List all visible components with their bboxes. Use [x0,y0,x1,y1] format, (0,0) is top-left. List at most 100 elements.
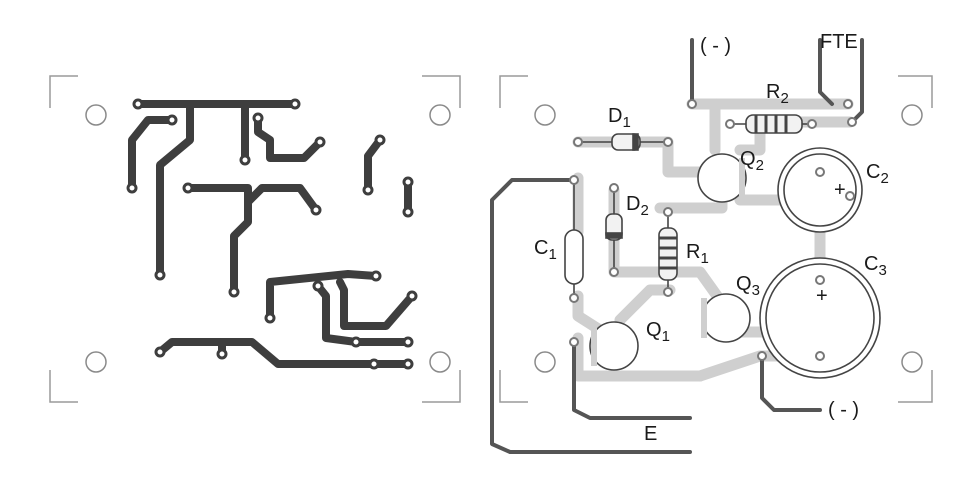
mount-hole [429,351,451,373]
pad [847,117,857,127]
pad [573,137,583,147]
right-board-corners [499,75,933,403]
copper-pad [239,154,251,166]
copper-trace [314,282,412,346]
left-board [49,75,461,403]
transistor-q2 [697,153,747,203]
copper-trace [128,116,176,192]
left-mount-holes [85,104,451,373]
capacitor-c2 [777,147,863,233]
copper-pad [362,184,374,196]
silk-trace [572,290,606,336]
label-d2: D2 [626,193,649,219]
pad [757,351,767,361]
label-c1: C1 [534,237,557,263]
resistor-r2 [730,114,812,134]
pad [815,351,825,361]
pad [569,337,579,347]
diode-d2 [605,188,623,270]
mount-hole [85,351,107,373]
copper-traces [128,100,416,368]
mount-hole [901,351,923,373]
label-fte: FTE [820,31,858,53]
transistor-q1 [589,321,639,371]
label-c2: C2 [866,161,889,187]
label-q3: Q3 [736,273,760,299]
copper-pad [314,136,326,148]
pad [843,99,853,109]
silk-trace [734,116,856,156]
wire-neg-bottom [760,354,822,412]
copper-trace [364,136,384,194]
labels: D1 D2 C1 R1 R2 Q1 Q2 Q3 C2 C3 + + ( - ) … [534,31,889,445]
mount-hole [901,104,923,126]
pad [663,207,673,217]
pad [815,275,825,285]
components [564,114,881,379]
label-neg-bottom: ( - ) [828,399,859,421]
copper-pad [216,348,228,360]
mount-hole [534,104,556,126]
mount-hole [429,104,451,126]
copper-pad [289,98,301,110]
right-mount-holes [534,104,923,373]
copper-pad [374,134,386,146]
copper-pad [132,98,144,110]
mount-hole [85,104,107,126]
pad [725,119,735,129]
capacitor-c1 [564,184,584,300]
label-q1: Q1 [646,319,670,345]
copper-trace [336,278,416,330]
copper-pad [368,358,380,370]
label-r2: R2 [766,81,789,107]
pad [569,293,579,303]
silk-trace [572,332,706,382]
wire-e [572,340,692,420]
copper-pad [402,206,414,218]
resistor-r1 [658,214,678,292]
wire-fte [818,38,834,106]
copper-trace [266,270,380,322]
pad [663,137,673,147]
label-c3: C3 [864,253,887,279]
pad [687,99,697,109]
pad [609,183,619,193]
copper-pad [228,286,240,298]
diode-d1 [580,133,668,151]
pad [663,287,673,297]
copper-pad [154,269,166,281]
capacitor-c3 [759,257,881,379]
pad [569,175,579,185]
copper-trace [156,100,194,279]
transistor-q3 [701,293,751,343]
copper-trace [230,198,252,296]
copper-pad [264,312,276,324]
copper-pad [370,270,382,282]
pad [845,191,855,201]
component-pads [569,99,857,361]
label-plus-c3: + [816,285,828,307]
mount-hole [534,351,556,373]
copper-pad [402,358,414,370]
pad [609,267,619,277]
right-board: D1 D2 C1 R1 R2 Q1 Q2 Q3 C2 C3 + + ( - ) … [490,31,933,454]
label-e: E [644,423,657,445]
copper-pad [406,290,418,302]
label-plus-c2: + [834,179,846,201]
pad [815,167,825,177]
copper-pad [154,346,166,358]
wire-input [490,178,692,454]
copper-pad [182,182,194,194]
label-d1: D1 [608,105,631,131]
copper-pad [312,280,324,292]
copper-pad [252,112,264,124]
label-q2: Q2 [740,148,764,174]
silk-trace [614,284,676,326]
label-neg-top: ( - ) [700,35,731,57]
copper-pad [166,114,178,126]
copper-pad [402,336,414,348]
copper-trace [156,338,412,368]
label-r1: R1 [686,241,709,267]
silk-trace [572,136,712,178]
